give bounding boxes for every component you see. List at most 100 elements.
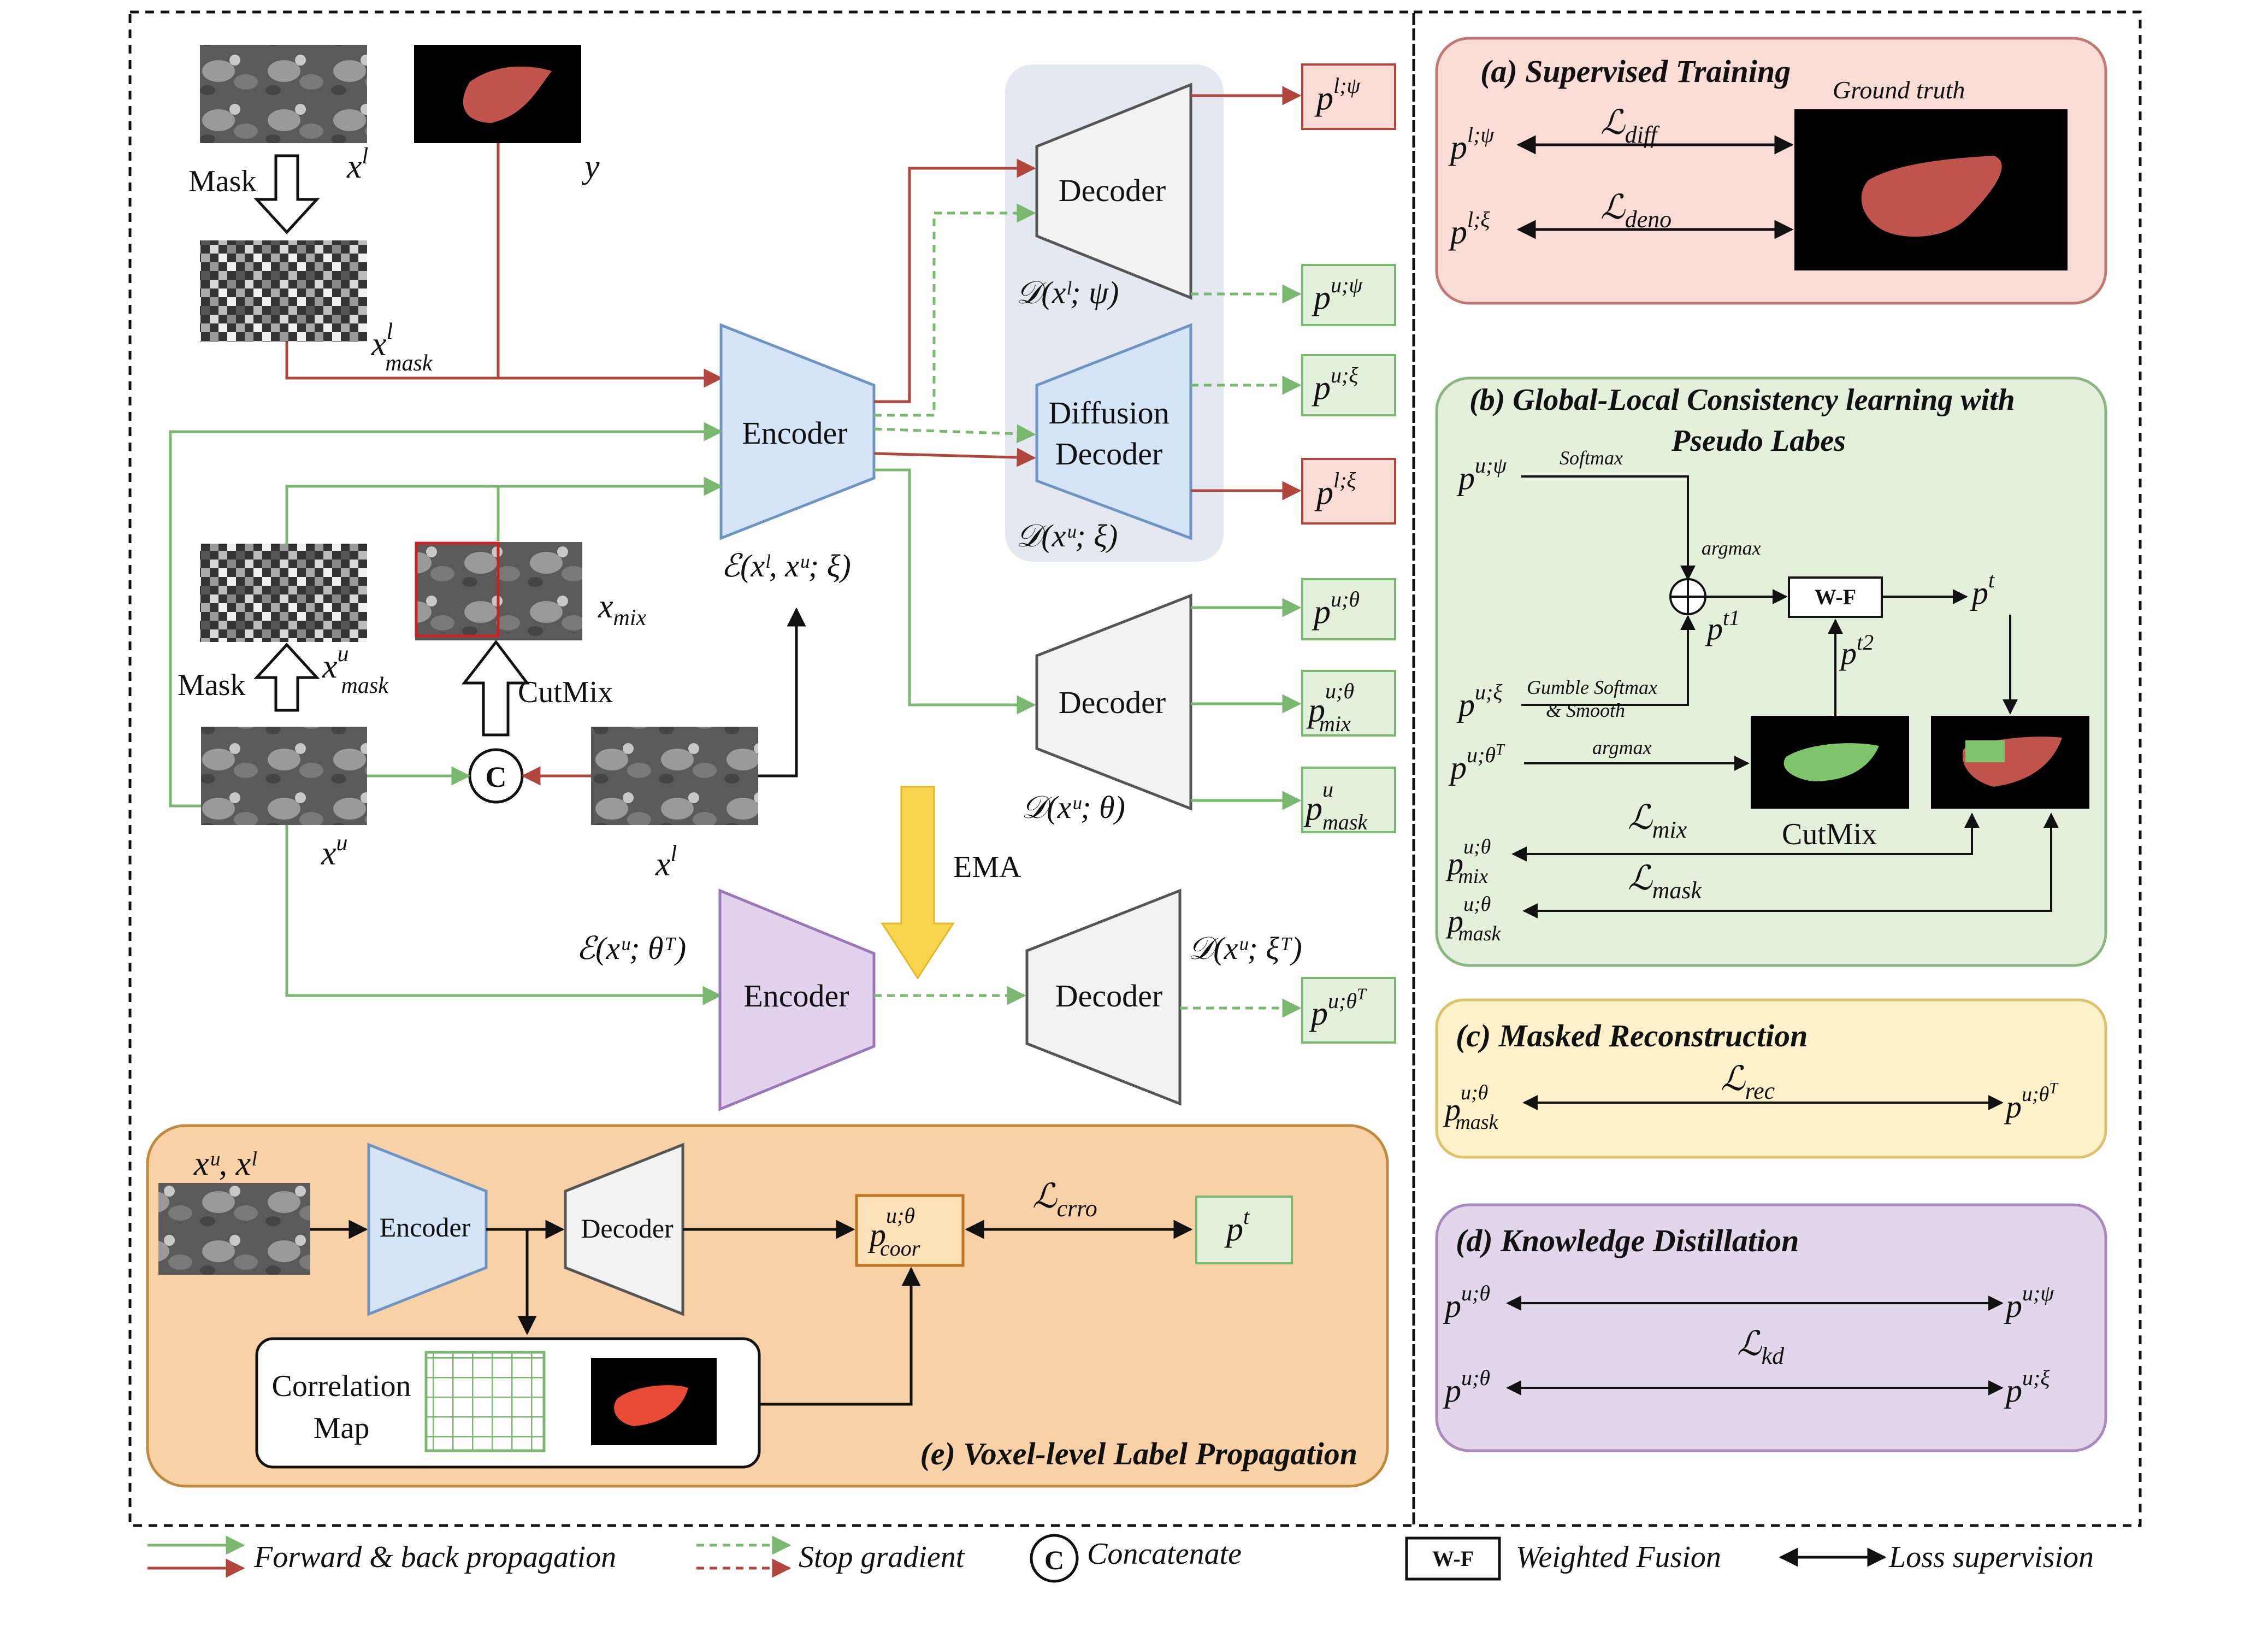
decoder-ema-label: Decoder — [1055, 978, 1162, 1014]
decoder-theta-caption: 𝒟(xᵘ; θ) — [1021, 790, 1125, 825]
legend-wf-box-text: W-F — [1432, 1546, 1474, 1571]
x-mix-label: xmix — [598, 588, 647, 631]
panel-b-cutmix: CutMix — [1782, 817, 1877, 851]
image-xl-top — [200, 45, 367, 143]
legend-wf-box — [1405, 1536, 1501, 1581]
decoder-psi-caption: 𝒟(xˡ; ψ) — [1016, 275, 1119, 310]
diffusion-decoder-caption: 𝒟(xᵘ; ξ) — [1016, 518, 1118, 553]
green-line-enc-dectheta — [874, 468, 1036, 715]
diffusion-decoder — [1035, 323, 1192, 540]
mask-arrow-top — [253, 154, 320, 234]
panel-d-title: (d) Knowledge Distillation — [1456, 1223, 1799, 1258]
legend-wf: Weighted Fusion — [1516, 1540, 1721, 1574]
legend-concat: Concatenate — [1087, 1537, 1242, 1571]
panel-b-softmax-arrow — [1521, 475, 1696, 581]
legend-concat-symbol: C — [1044, 1545, 1064, 1575]
panel-b — [1435, 376, 2107, 967]
mask-arrow-bottom — [253, 643, 320, 712]
panel-b-cutmix-patch — [1965, 740, 2005, 762]
legend: Forward & back propagation Stop gradient… — [147, 1534, 2094, 1583]
panel-a-gt-shape — [1861, 156, 2002, 237]
dashed-green-enc-decpsi — [874, 203, 1036, 417]
output-p-u-psi — [1301, 264, 1396, 326]
output-p-mix — [1301, 670, 1396, 737]
legend-stop: Stop gradient — [799, 1540, 965, 1574]
decoder-theta-label: Decoder — [1059, 685, 1166, 720]
mask-shape-y — [463, 66, 552, 123]
voxel-encoder-label: Encoder — [380, 1212, 471, 1243]
image-xu — [201, 727, 367, 825]
panel-b-pseudo-shape — [1783, 743, 1879, 781]
correlation-mask-shape — [614, 1385, 688, 1426]
voxel-p-coor — [855, 1194, 965, 1267]
decoder-psi — [1035, 83, 1192, 300]
ema-arrow — [881, 786, 955, 980]
green-line-xumask-encoder — [285, 476, 723, 557]
panel-c-title: (c) Masked Reconstruction — [1456, 1018, 1808, 1053]
dashed-green-enc-diff — [873, 424, 1036, 444]
encoder-ema-label: Encoder — [743, 978, 849, 1014]
legend-loss: Loss supervision — [1888, 1540, 2094, 1574]
voxel-encoder — [367, 1143, 488, 1316]
y-label: y — [581, 148, 600, 185]
output-p-l-psi — [1301, 63, 1396, 130]
voxel-arrow-corr — [759, 1267, 921, 1406]
decoder-ema — [1025, 888, 1182, 1106]
correlation-grid — [424, 1351, 546, 1452]
red-line-enc-diff — [873, 447, 1036, 467]
image-xl-mask — [200, 240, 367, 341]
encoder-ema — [718, 888, 876, 1111]
output-p-l-xi — [1301, 458, 1396, 525]
correlation-label-2: Map — [314, 1411, 370, 1445]
red-line-xlmask — [285, 341, 723, 388]
panel-b-loss-mask-arrow — [1522, 812, 2059, 918]
voxel-input-image — [158, 1183, 310, 1275]
panel-b-argmax1: argmax — [1702, 537, 1761, 559]
cutmix-arrow — [461, 639, 530, 737]
panel-b-plus-symbol — [1670, 579, 1705, 614]
panel-b-title-2: Pseudo Labes — [1671, 424, 1846, 458]
encoder-main — [719, 323, 876, 540]
x-l-label: xl — [346, 144, 368, 185]
encoder-ema-caption: ℰ(xᵘ; θᵀ) — [576, 931, 686, 966]
concat-symbol: C — [486, 761, 507, 793]
cutmix-region — [415, 541, 500, 638]
black-line-xl-encoder — [758, 607, 806, 778]
cutmix-label: CutMix — [518, 675, 613, 709]
diffusion-decoder-label-1: Diffusion — [1048, 395, 1169, 431]
correlation-label-1: Correlation — [271, 1369, 411, 1403]
x-l-bottom-label: xl — [655, 841, 677, 883]
panel-a-gt-label: Ground truth — [1833, 76, 1965, 104]
panel-b-title-1: (b) Global-Local Consistency learning wi… — [1469, 383, 2015, 417]
legend-forward: Forward & back propagation — [253, 1540, 616, 1574]
mask-label-bottom: Mask — [178, 668, 245, 702]
panel-b-p-xi: pu;ξ — [1456, 680, 1503, 723]
encoder-main-caption: ℰ(xˡ, xᵘ; ξ) — [721, 548, 851, 584]
image-xu-mask — [200, 544, 367, 642]
voxel-decoder — [564, 1143, 684, 1316]
output-p-u-theta — [1301, 578, 1396, 640]
panel-b-argmax2: argmax — [1592, 737, 1652, 758]
decoder-ema-caption: 𝒟(xᵘ; ξᵀ) — [1188, 931, 1302, 966]
green-line-xu-encoder — [169, 422, 723, 808]
voxel-input-label: xᵘ, xˡ — [193, 1145, 257, 1182]
panel-b-gumble-2: & Smooth — [1546, 699, 1625, 721]
image-xl-bottom — [591, 727, 758, 825]
encoder-main-label: Encoder — [742, 415, 847, 451]
panel-b-gumble-1: Gumble Softmax — [1527, 676, 1657, 698]
red-line-enc-decpsi — [874, 158, 1036, 403]
green-line-xu-ema — [285, 825, 722, 1005]
panel-c — [1435, 998, 2107, 1159]
diffusion-decoder-label-2: Decoder — [1055, 436, 1162, 472]
decoder-psi-label: Decoder — [1059, 173, 1166, 208]
panel-b-wf-text: W-F — [1815, 585, 1856, 609]
ema-label: EMA — [953, 850, 1021, 884]
mask-label-top: Mask — [188, 164, 256, 198]
output-p-ema — [1301, 977, 1396, 1044]
panel-b-gumble-arrow — [1521, 615, 1696, 706]
output-p-mask — [1301, 767, 1396, 833]
